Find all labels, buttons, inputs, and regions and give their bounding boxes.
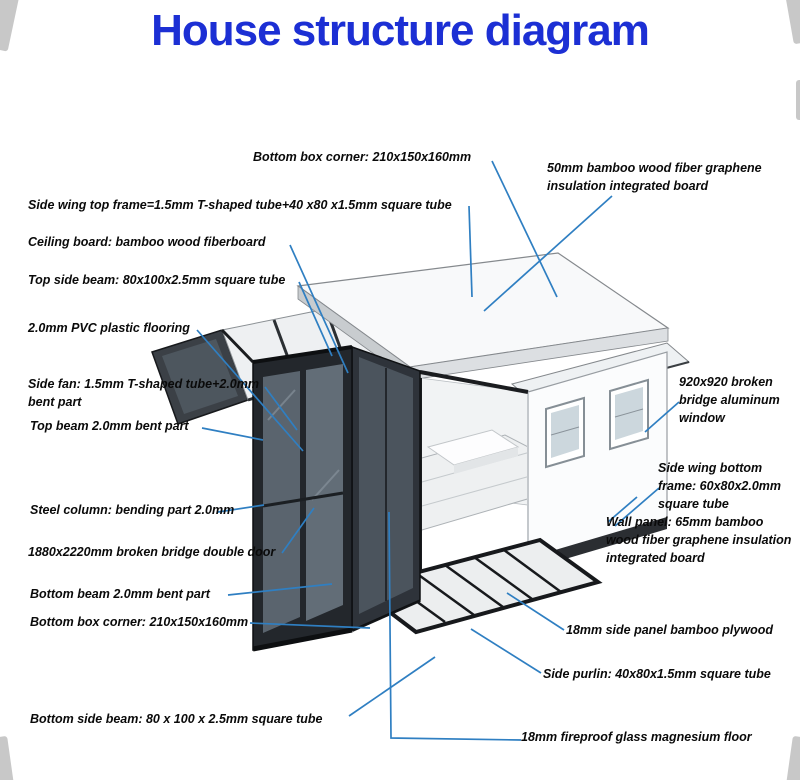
leader-line-steel-column xyxy=(217,504,265,513)
label-top-beam-bent-part: Top beam 2.0mm bent part xyxy=(30,419,189,433)
leader-line-bottom-beam-bent-part xyxy=(227,583,333,596)
label-side-wing-top-frame: Side wing top frame=1.5mm T-shaped tube+… xyxy=(28,198,452,212)
leader-line-wall-panel xyxy=(607,496,638,523)
floor-joist xyxy=(444,563,504,609)
leader-line-bottom-box-corner-top xyxy=(491,160,558,298)
leader-line-bottom-box-corner-bottom xyxy=(249,622,371,629)
door-mid-rail xyxy=(262,491,344,508)
leader-line-top-beam-bent-part xyxy=(201,427,264,441)
door-reflection xyxy=(311,469,340,501)
top-frame-beam xyxy=(419,370,529,394)
page-title: House structure diagram xyxy=(151,6,650,55)
floor-joist xyxy=(415,571,475,617)
leader-line-side-panel-plywood xyxy=(506,592,565,631)
leader-line-fireproof-floor xyxy=(388,511,522,741)
label-steel-column: Steel column: bending part 2.0mm xyxy=(30,503,235,517)
label-side-purlin: Side purlin: 40x80x1.5mm square tube xyxy=(543,667,771,681)
door-unit-top-beam xyxy=(252,345,353,364)
label-aluminum-window: 920x920 broken bridge aluminum window xyxy=(679,375,780,425)
leader-line-bottom-side-beam xyxy=(348,656,436,717)
floor-frame-grid xyxy=(353,537,603,635)
window-2-mullion xyxy=(614,408,644,418)
leader-line-double-door xyxy=(281,507,315,554)
leader-line-side-wing-bottom-frame xyxy=(614,487,660,527)
label-fireproof-floor: 18mm fireproof glass magnesium floor xyxy=(521,730,752,744)
connector-beam xyxy=(220,328,255,364)
left-end-panel-glass xyxy=(162,339,238,414)
door-pane-right xyxy=(306,364,343,621)
window-1-mullion xyxy=(550,426,580,436)
leader-line-ceiling-board xyxy=(289,244,349,374)
label-bottom-beam-bent-part: Bottom beam 2.0mm bent part xyxy=(30,587,210,601)
leader-line-top-side-beam xyxy=(298,281,333,357)
leader-line-side-fan xyxy=(264,386,298,431)
label-side-fan: Side fan: 1.5mm T-shaped tube+2.0mm bent… xyxy=(28,377,259,409)
door-unit-bottom-beam xyxy=(252,627,353,652)
leader-lines xyxy=(196,160,680,741)
leader-line-side-purlin xyxy=(470,628,542,674)
label-bottom-box-corner-bottom: Bottom box corner: 210x150x160mm xyxy=(30,615,249,629)
label-side-wing-bottom-frame: Side wing bottom frame: 60x80x2.0mm squa… xyxy=(658,461,781,511)
corner-artifact xyxy=(796,80,800,120)
label-ceiling-board: Ceiling board: bamboo wood fiberboard xyxy=(28,235,266,249)
label-insulation-board: 50mm bamboo wood fiber graphene insulati… xyxy=(547,161,762,193)
leader-line-side-wing-top-frame xyxy=(468,205,473,298)
label-bottom-box-corner-top: Bottom box corner: 210x150x160mm xyxy=(253,150,472,164)
floor-joist xyxy=(503,548,562,594)
floor-joist xyxy=(473,555,533,601)
leader-line-aluminum-window xyxy=(644,401,680,433)
label-side-panel-plywood: 18mm side panel bamboo plywood xyxy=(566,623,773,637)
house-drawing xyxy=(151,252,691,652)
leader-line-insulation-board xyxy=(483,195,613,312)
leader-line-pvc-flooring xyxy=(196,329,304,452)
label-top-side-beam: Top side beam: 80x100x2.5mm square tube xyxy=(28,273,286,287)
label-pvc-flooring: 2.0mm PVC plastic flooring xyxy=(28,321,190,335)
interior-box-side xyxy=(454,447,518,474)
label-double-door: 1880x2220mm broken bridge double door xyxy=(28,545,276,559)
label-wall-panel: Wall panel: 65mm bamboo wood fiber graph… xyxy=(606,515,792,565)
label-bottom-side-beam: Bottom side beam: 80 x 100 x 2.5mm squar… xyxy=(30,712,323,726)
